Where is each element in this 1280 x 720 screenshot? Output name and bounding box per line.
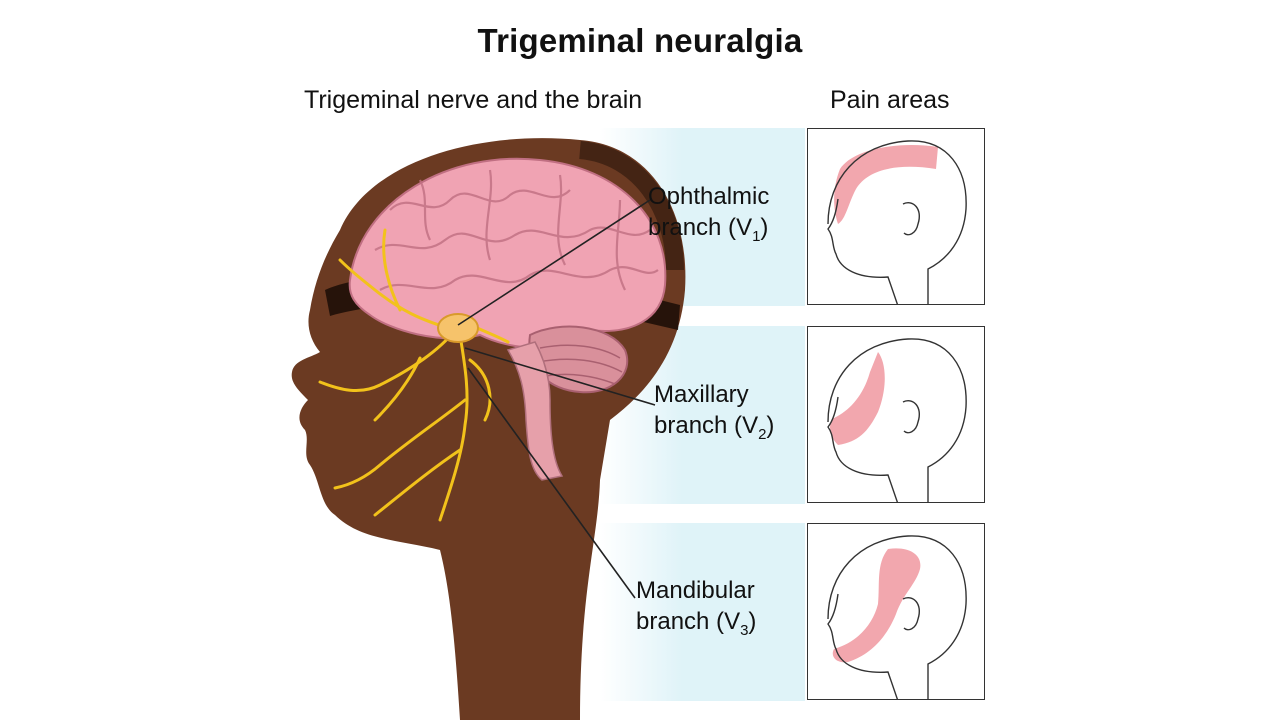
pain-panel-mandibular: [807, 523, 985, 700]
maxillary-name: Maxillary: [654, 381, 749, 408]
head-illustration: [280, 120, 820, 720]
pain-panel-maxillary: [807, 326, 985, 503]
mandibular-label: Mandibular branch (V3): [636, 575, 756, 640]
mandibular-branch-line: branch (V3): [636, 608, 757, 639]
nerve-illustration-heading: Trigeminal nerve and the brain: [304, 86, 643, 114]
trigeminal-nerve: [318, 228, 510, 522]
trigeminal-ganglion: [437, 313, 479, 343]
pain-panel-ophthalmic: [807, 128, 985, 305]
maxillary-label: Maxillary branch (V2): [654, 379, 774, 444]
mandibular-name: Mandibular: [636, 577, 755, 604]
maxillary-branch-line: branch (V2): [654, 412, 775, 443]
mandibular-band: [600, 523, 805, 701]
ophthalmic-label: Ophthalmic branch (V1): [648, 181, 769, 246]
pain-area-maxillary: [830, 352, 885, 445]
ophthalmic-name: Ophthalmic: [648, 183, 770, 210]
diagram-title: Trigeminal neuralgia: [477, 22, 803, 59]
pain-area-mandibular: [832, 548, 921, 663]
head-drawing: [291, 138, 686, 720]
brainstem: [506, 341, 564, 481]
ophthalmic-branch-line: branch (V1): [648, 214, 769, 245]
pain-area-ophthalmic: [834, 145, 938, 224]
pain-areas-heading: Pain areas: [830, 86, 950, 114]
